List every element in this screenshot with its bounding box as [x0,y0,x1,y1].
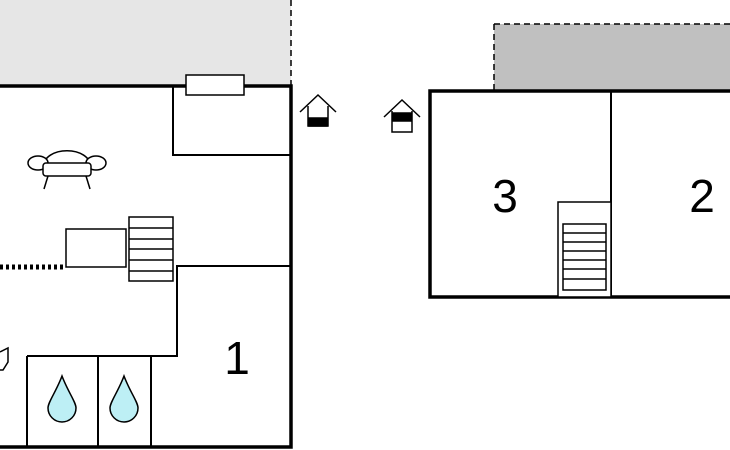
sofa-icon [27,150,107,190]
terrace-left [0,0,291,86]
room-2-label: 2 [689,170,715,222]
terrace-right [494,24,730,91]
room-1-label: 1 [224,332,250,384]
entrance-icon [299,93,337,127]
sink-icon [0,346,9,371]
closet-wall [172,86,291,156]
entrance-icon [383,98,421,133]
window-icon [185,74,245,96]
room-3-label: 3 [492,170,518,222]
table [65,228,127,268]
stairs-icon [557,201,612,298]
water-drop-icon [47,373,77,423]
room-1-wall [27,265,291,357]
stairs-icon [128,216,174,282]
water-drop-icon [109,373,139,423]
